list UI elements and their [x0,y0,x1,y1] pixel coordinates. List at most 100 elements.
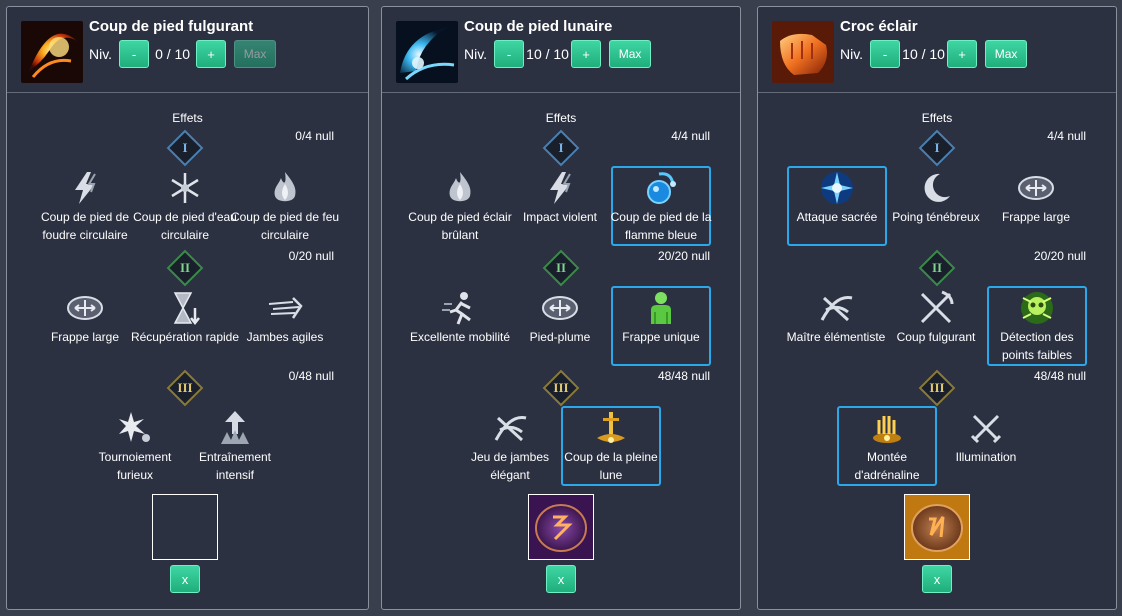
tripod-quick-recovery[interactable]: Récupération rapide [131,286,239,366]
level-value: 0 / 10 [155,46,191,62]
remove-rune-button[interactable]: x [922,565,952,593]
tier1-count: 0/4 null [295,129,334,143]
skill-name: Croc éclair [840,18,918,35]
crescent-moon-icon [918,170,954,206]
purple-rune-icon [529,495,593,559]
tier1-count: 4/4 null [1047,129,1086,143]
level-increase-button[interactable]: + [571,40,602,68]
tripod-sacred-attack[interactable]: Attaque sacrée [787,166,887,246]
level-max-button[interactable]: Max [234,40,277,68]
tier1-count: 4/4 null [671,129,710,143]
tripod-intensive-training[interactable]: Entraînement intensif [185,406,285,486]
level-decrease-button[interactable]: - [119,40,150,68]
orange-rune-icon [905,495,969,559]
tier3-count: 48/48 null [657,369,710,383]
tier3-count: 0/48 null [288,369,334,383]
tripod-furious-spin[interactable]: Tournoiement furieux [85,406,185,486]
tier1-badge: I [918,129,956,167]
tier3-count: 48/48 null [1033,369,1086,383]
level-value: 10 / 10 [902,46,945,62]
level-decrease-button[interactable]: - [494,40,525,68]
tripod-elementalist-master[interactable]: Maître élémentiste [786,286,886,366]
tripod-full-moon-strike[interactable]: Coup de la pleine lune [561,406,661,486]
lightning-icon [542,170,578,206]
rune-slot-empty[interactable] [152,494,218,560]
green-skull-icon [1019,290,1055,326]
lightning-icon [67,170,103,206]
level-increase-button[interactable]: + [196,40,227,68]
tier2-badge: II [918,249,956,287]
rune-slot[interactable] [904,494,970,560]
wide-strike-icon [542,290,578,326]
holy-star-icon [819,170,855,206]
skill-panel-2: Coup de pied lunaire Niv. - 10 / 10 + Ma… [381,6,741,610]
blue-flask-icon [643,170,679,206]
skill-panel-1: Coup de pied fulgurant Niv. - 0 / 10 + M… [6,6,369,610]
tier3-badge: III [918,369,956,407]
level-value: 10 / 10 [526,46,569,62]
level-control: Niv. - 10 / 10 + Max [464,39,652,69]
skill-panel-3: Croc éclair Niv. - 10 / 10 + Max Effets … [757,6,1117,610]
tripod-excellent-mobility[interactable]: Excellente mobilité [410,286,510,366]
tripod-lightning-kick[interactable]: Coup de pied de foudre circulaire [35,166,135,246]
tripod-adrenaline-rush[interactable]: Montée d'adrénaline [837,406,937,486]
golden-sword-icon [593,410,629,446]
hourglass-icon [167,290,203,326]
rune-slot[interactable] [528,494,594,560]
tier1-badge: I [166,129,204,167]
effects-title: Effets [921,111,953,125]
level-max-button[interactable]: Max [985,40,1028,68]
effects-title: Effets [545,111,577,125]
running-icon [442,290,478,326]
tripod-blue-flame-kick[interactable]: Coup de pied de la flamme bleue [611,166,711,246]
golden-hand-icon [869,410,905,446]
level-control: Niv. - 0 / 10 + Max [89,39,277,69]
fist-icon [772,21,834,83]
crossed-swords-icon [968,410,1004,446]
tripod-burning-lightning-kick[interactable]: Coup de pied éclair brûlant [408,166,512,246]
tripod-wide-strike[interactable]: Frappe large [35,286,135,366]
tier2-badge: II [542,249,580,287]
fire-kick-icon [21,21,83,83]
tier2-count: 20/20 null [657,249,710,263]
tripod-wide-strike[interactable]: Frappe large [986,166,1086,246]
skill-name: Coup de pied lunaire [464,18,613,35]
tripod-single-strike[interactable]: Frappe unique [611,286,711,366]
tripod-lightning-strike[interactable]: Coup fulgurant [886,286,986,366]
tripod-weak-point-detection[interactable]: Détection des points faibles [987,286,1087,366]
remove-rune-button[interactable]: x [170,565,200,593]
tripod-illumination[interactable]: Illumination [936,406,1036,486]
level-control: Niv. - 10 / 10 + Max [840,39,1028,69]
tripod-violent-impact[interactable]: Impact violent [510,166,610,246]
tripod-agile-legs[interactable]: Jambes agiles [235,286,335,366]
level-label: Niv. [89,46,113,62]
level-max-button[interactable]: Max [609,40,652,68]
level-decrease-button[interactable]: - [870,40,901,68]
skill-name: Coup de pied fulgurant [89,18,254,35]
effects-title: Effets [172,111,203,125]
tier2-count: 0/20 null [288,249,334,263]
burst-icon [117,410,153,446]
tier2-badge: II [166,249,204,287]
level-increase-button[interactable]: + [947,40,978,68]
skill-header: Coup de pied lunaire Niv. - 10 / 10 + Ma… [382,7,740,93]
flame-icon [267,170,303,206]
speed-icon [267,290,303,326]
swirl-kick-icon [818,290,854,326]
tier1-badge: I [542,129,580,167]
moon-kick-icon [396,21,458,83]
tier3-badge: III [166,369,204,407]
tier3-badge: III [542,369,580,407]
tripod-dark-fist[interactable]: Poing ténébreux [886,166,986,246]
tripod-fire-kick[interactable]: Coup de pied de feu circulaire [231,166,339,246]
tripod-water-kick[interactable]: Coup de pied d'eau circulaire [133,166,237,246]
tripod-feather-foot[interactable]: Pied-plume [510,286,610,366]
arrow-up-icon [217,410,253,446]
skill-header: Coup de pied fulgurant Niv. - 0 / 10 + M… [7,7,368,93]
tripod-elegant-footwork[interactable]: Jeu de jambes élégant [460,406,560,486]
snowflake-icon [167,170,203,206]
wide-strike-icon [67,290,103,326]
person-icon [643,290,679,326]
remove-rune-button[interactable]: x [546,565,576,593]
wide-strike-icon [1018,170,1054,206]
